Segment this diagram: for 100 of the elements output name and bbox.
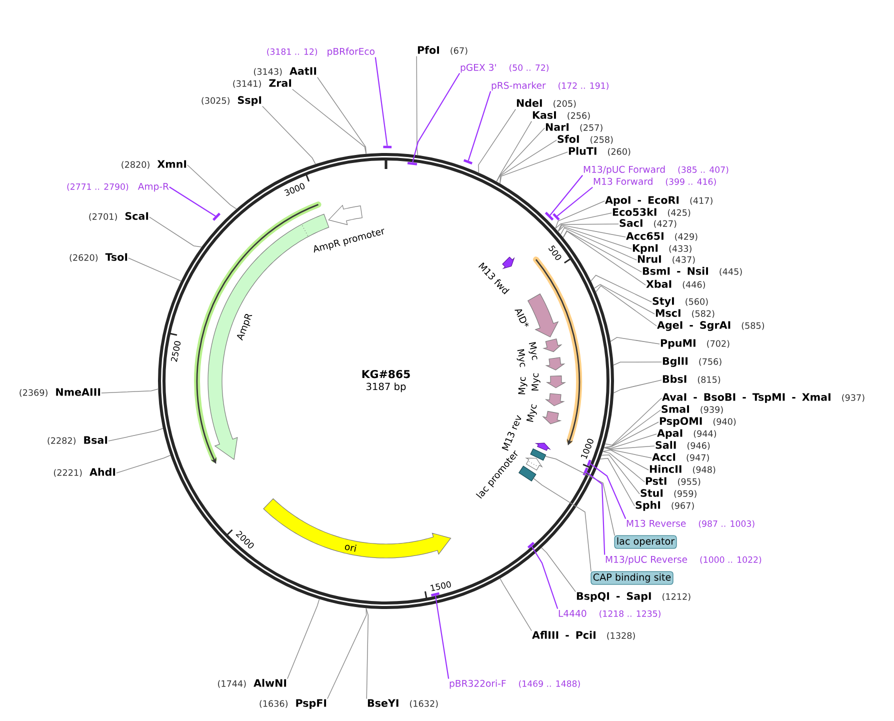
primer-site-bar — [552, 213, 560, 220]
site-label: AgeI - SgrAI (585) — [657, 321, 764, 331]
leader-line — [478, 108, 516, 174]
site-label: MscI (582) — [656, 309, 714, 318]
feature-box — [530, 448, 546, 461]
site-label: KpnI (433) — [632, 244, 692, 254]
node-label: Myc — [516, 349, 526, 368]
primer-site-bar — [430, 592, 440, 596]
leader-line — [434, 596, 450, 679]
primer-label: (3181 .. 12) pBRforEco — [267, 48, 374, 57]
site-label: XbaI (446) — [646, 280, 705, 289]
site-label: Acc65I (429) — [626, 232, 698, 241]
primer-label: pBR322ori-F (1469 .. 1488) — [450, 680, 580, 689]
tick-label: 1000 — [580, 438, 594, 459]
node-label: M13 rev — [502, 415, 522, 451]
site-label: (3025) SspI — [202, 96, 262, 106]
leader-line — [590, 274, 652, 302]
leader-line — [604, 398, 662, 446]
site-label: PluTI (260) — [568, 146, 630, 156]
leader-line — [292, 88, 367, 154]
leader-line — [601, 454, 640, 494]
leader-line — [101, 388, 159, 394]
leader-line — [558, 224, 619, 232]
site-label: PfoI (67) — [418, 46, 468, 55]
site-label: NruI (437) — [638, 255, 695, 264]
node-label: Myc — [528, 342, 538, 360]
leader-line — [416, 56, 418, 156]
leader-line — [586, 472, 606, 555]
primer-label: M13/pUC Reverse (1000 .. 1022) — [606, 556, 762, 565]
feature-block: Myc — [532, 373, 566, 390]
leader-line — [596, 285, 657, 326]
site-label: (2221) AhdI — [54, 468, 116, 477]
site-label: BglII (756) — [662, 356, 722, 367]
site-label: AvaI - BsoBI - TspMI - XmaI (937) — [662, 393, 864, 403]
leader-line — [374, 57, 388, 146]
leader-line — [562, 230, 646, 286]
leader-line — [187, 164, 237, 210]
site-label: SfoI (258) — [558, 134, 613, 144]
tick-label: 1500 — [430, 581, 451, 592]
leader-line — [327, 608, 367, 700]
tick-label: 2500 — [170, 341, 181, 362]
leader-line — [128, 258, 182, 282]
primer-label: pRS-marker (172 .. 191) — [492, 82, 608, 91]
leader-line — [468, 91, 492, 161]
leader-line — [550, 174, 584, 216]
leader-line — [496, 128, 545, 182]
site-label: ApaI (944) — [657, 429, 716, 439]
primer-site-bar — [544, 212, 554, 221]
primer-site-bar — [463, 159, 472, 164]
site-label: (1636) PspFI — [260, 699, 326, 709]
site-label: SacI (427) — [620, 219, 676, 228]
leader-line — [262, 106, 316, 165]
primer-label: L4440 (1218 .. 1235) — [558, 610, 660, 618]
site-label: SalI (946) — [656, 440, 710, 450]
site-label: BspQI - SapI (1212) — [576, 592, 690, 602]
leader-line — [604, 422, 659, 448]
leader-line — [600, 458, 635, 506]
primer-site-bar — [582, 467, 588, 476]
leader-line — [562, 230, 642, 272]
primer-site-bar — [407, 162, 418, 166]
leader-line — [613, 380, 662, 394]
site-label: BsmI - NsiI (445) — [642, 266, 742, 276]
leader-line — [558, 224, 626, 238]
site-label: (2820) XmnI — [122, 160, 186, 169]
leader-line — [108, 428, 164, 442]
leader-line — [500, 152, 568, 184]
site-label: StyI (560) — [652, 297, 708, 307]
site-label: (2369) NmeAIII — [20, 388, 100, 397]
feature-block: Myc — [526, 404, 562, 424]
node-label: Myc — [532, 373, 540, 390]
leader-line — [169, 186, 216, 217]
site-label: (2620) TsoI — [70, 253, 128, 262]
leader-line — [604, 434, 657, 449]
node-label: AID* — [514, 309, 529, 327]
leader-line — [116, 454, 171, 474]
primer-site-bar — [383, 146, 392, 148]
site-label: (2282) BsaI — [48, 436, 108, 445]
site-label: PstI (955) — [646, 477, 700, 486]
feature-label: CAP binding site — [590, 571, 674, 585]
site-label: (2701) ScaI — [89, 212, 148, 221]
primer-site-bar — [527, 542, 535, 548]
site-label: AccI (947) — [652, 453, 709, 462]
leader-line — [544, 456, 615, 536]
leader-line — [604, 446, 655, 450]
primer-label: pGEX 3' (50 .. 72) — [460, 64, 548, 73]
leader-line — [594, 284, 655, 314]
leader-line — [149, 216, 202, 248]
leader-line — [532, 478, 592, 572]
leader-line — [317, 76, 367, 154]
feature-label: lac operator — [614, 535, 677, 549]
site-label: BbsI (815) — [662, 374, 720, 384]
site-label: SphI (967) — [636, 500, 694, 511]
leader-line — [555, 212, 612, 229]
site-label: KasI (256) — [532, 111, 590, 120]
site-label: PpuMI (702) — [660, 339, 730, 349]
primer-label: M13 Reverse (987 .. 1003) — [626, 520, 754, 528]
site-label: StuI (959) — [640, 489, 696, 498]
leader-line — [500, 578, 532, 632]
node-label: Myc — [526, 404, 537, 422]
site-label: (3143) AatII — [254, 67, 316, 76]
